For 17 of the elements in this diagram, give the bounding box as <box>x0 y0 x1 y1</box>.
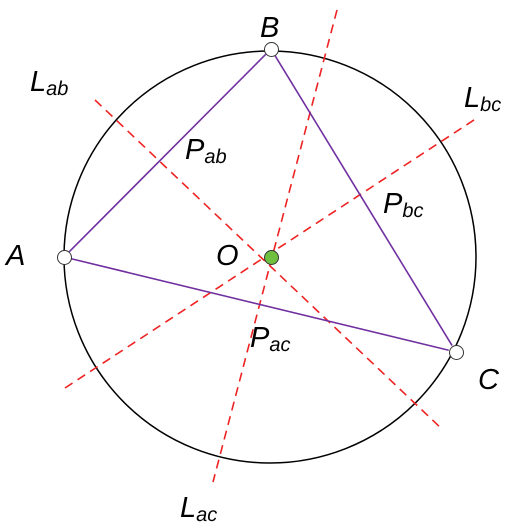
line-label: P$_{bc}$ <box>383 190 424 221</box>
point-marker <box>56 250 72 264</box>
point-marker <box>264 42 278 56</box>
point-label: O <box>216 242 239 271</box>
triangle-side <box>68 54 266 252</box>
point-label: B <box>260 14 280 43</box>
line-label: P$_{ac}$ <box>250 324 290 355</box>
line-label: L$_{bc}$ <box>464 84 502 115</box>
point-label: A <box>6 242 26 271</box>
point-marker <box>448 344 464 360</box>
point-label: C <box>478 366 499 395</box>
line-label: P$_{ab}$ <box>185 136 227 167</box>
triangle-side <box>274 54 453 346</box>
point-marker <box>264 250 278 264</box>
line-label: L$_{ac}$ <box>180 494 218 524</box>
line-label: L$_{ab}$ <box>30 68 68 99</box>
triangle-side <box>71 258 449 352</box>
